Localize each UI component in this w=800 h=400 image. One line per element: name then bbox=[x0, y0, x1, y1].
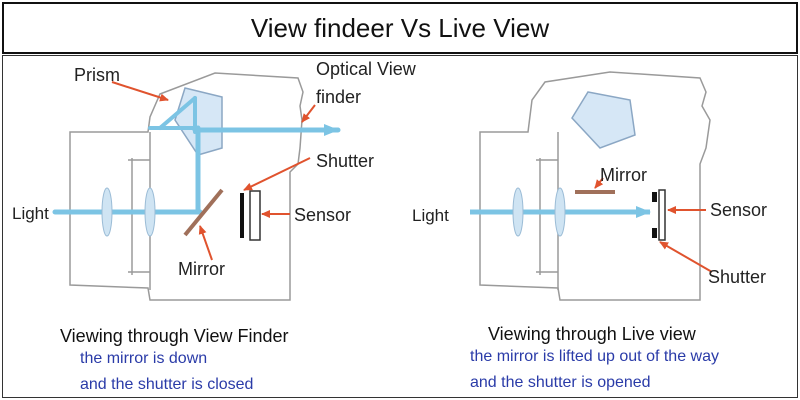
left-mirror-label: Mirror bbox=[178, 259, 225, 279]
left-sensor-label: Sensor bbox=[294, 205, 352, 225]
right-note-2: and the shutter is opened bbox=[470, 374, 651, 391]
left-note-1: the mirror is down bbox=[80, 350, 208, 367]
title-box: View findeer Vs Live View bbox=[2, 2, 798, 54]
right-shutter-label: Shutter bbox=[708, 267, 767, 287]
left-light-path bbox=[52, 96, 341, 215]
right-caption: Viewing through Live view bbox=[488, 324, 696, 344]
right-sensor bbox=[658, 189, 666, 241]
left-shutter-label: Shutter bbox=[316, 151, 375, 171]
left-light-label: Light bbox=[12, 204, 49, 223]
left-mirror bbox=[183, 188, 224, 237]
left-shutter bbox=[240, 193, 244, 238]
right-shutter-bottom bbox=[652, 228, 657, 238]
pentaprism-icon bbox=[571, 91, 636, 149]
lens-element-icon bbox=[144, 187, 156, 237]
lens-element-icon bbox=[512, 187, 524, 237]
optical-viewfinder-label-line2: finder bbox=[316, 87, 362, 107]
right-mirror-label: Mirror bbox=[600, 165, 647, 185]
right-light-label: Light bbox=[412, 206, 449, 225]
right-shutter-top bbox=[652, 192, 657, 202]
optical-viewfinder-label-line1: Optical View bbox=[316, 59, 416, 79]
page-title: View findeer Vs Live View bbox=[250, 12, 550, 43]
right-note-1: the mirror is lifted up out of the way bbox=[470, 348, 719, 365]
left-note-2: and the shutter is closed bbox=[80, 376, 254, 393]
left-callout-arrows bbox=[111, 81, 316, 261]
right-callout-arrows bbox=[594, 177, 713, 273]
left-sensor bbox=[249, 190, 261, 241]
left-caption: Viewing through View Finder bbox=[60, 326, 289, 346]
lens-element-icon bbox=[554, 187, 566, 237]
lens-element-icon bbox=[101, 187, 113, 237]
right-sensor-label: Sensor bbox=[710, 200, 768, 220]
prism-label: Prism bbox=[74, 65, 120, 85]
